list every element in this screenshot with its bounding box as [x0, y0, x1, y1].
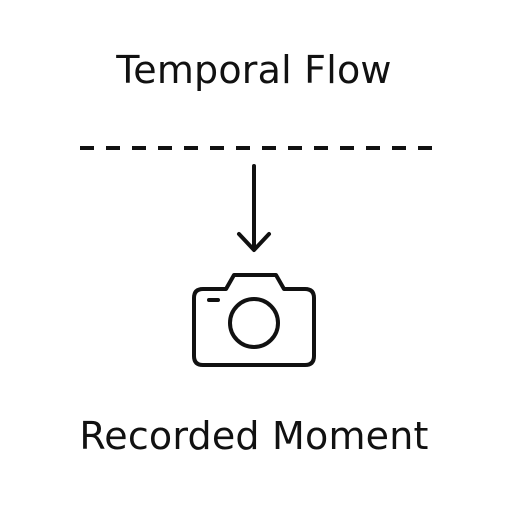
temporal-flow-label: Temporal Flow	[116, 48, 392, 92]
recorded-moment-label: Recorded Moment	[79, 414, 429, 458]
arrow-down-icon	[237, 164, 271, 252]
camera-icon	[192, 273, 316, 367]
